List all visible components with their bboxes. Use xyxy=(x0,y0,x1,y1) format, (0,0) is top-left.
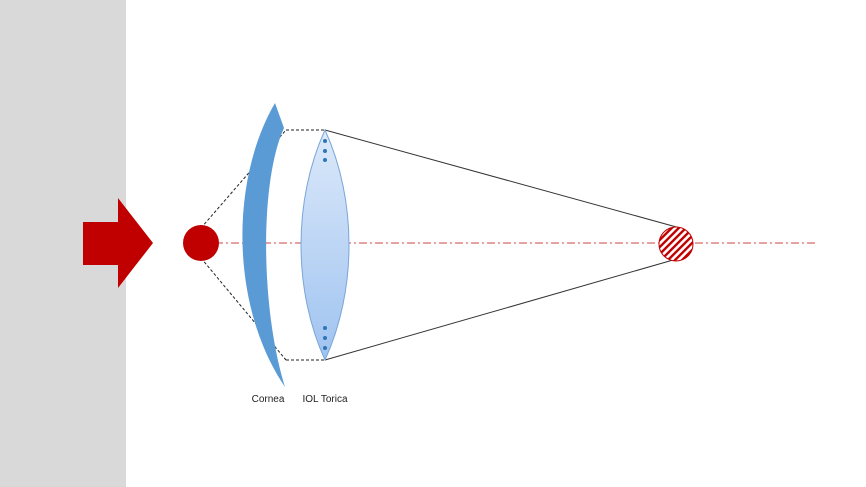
solid-ray-top xyxy=(324,129,681,229)
solid-ray-bottom xyxy=(324,257,681,361)
cornea-label: Cornea xyxy=(252,394,285,405)
right-arrow-icon xyxy=(83,198,153,288)
iol-lens xyxy=(300,128,350,362)
toric-dot xyxy=(323,326,327,330)
toric-dot xyxy=(323,139,327,143)
iol-label: IOL Torica xyxy=(302,394,347,405)
toric-dot xyxy=(323,336,327,340)
dashed-ray-top-1 xyxy=(200,129,287,229)
toric-dot xyxy=(323,149,327,153)
toric-marks-top xyxy=(323,139,327,162)
toric-marks-bottom xyxy=(323,326,327,350)
toric-dot xyxy=(323,158,327,162)
cornea-shape xyxy=(242,103,285,387)
circle-icon xyxy=(183,225,219,261)
toric-dot xyxy=(323,346,327,350)
hatched-circle-icon xyxy=(658,226,694,262)
